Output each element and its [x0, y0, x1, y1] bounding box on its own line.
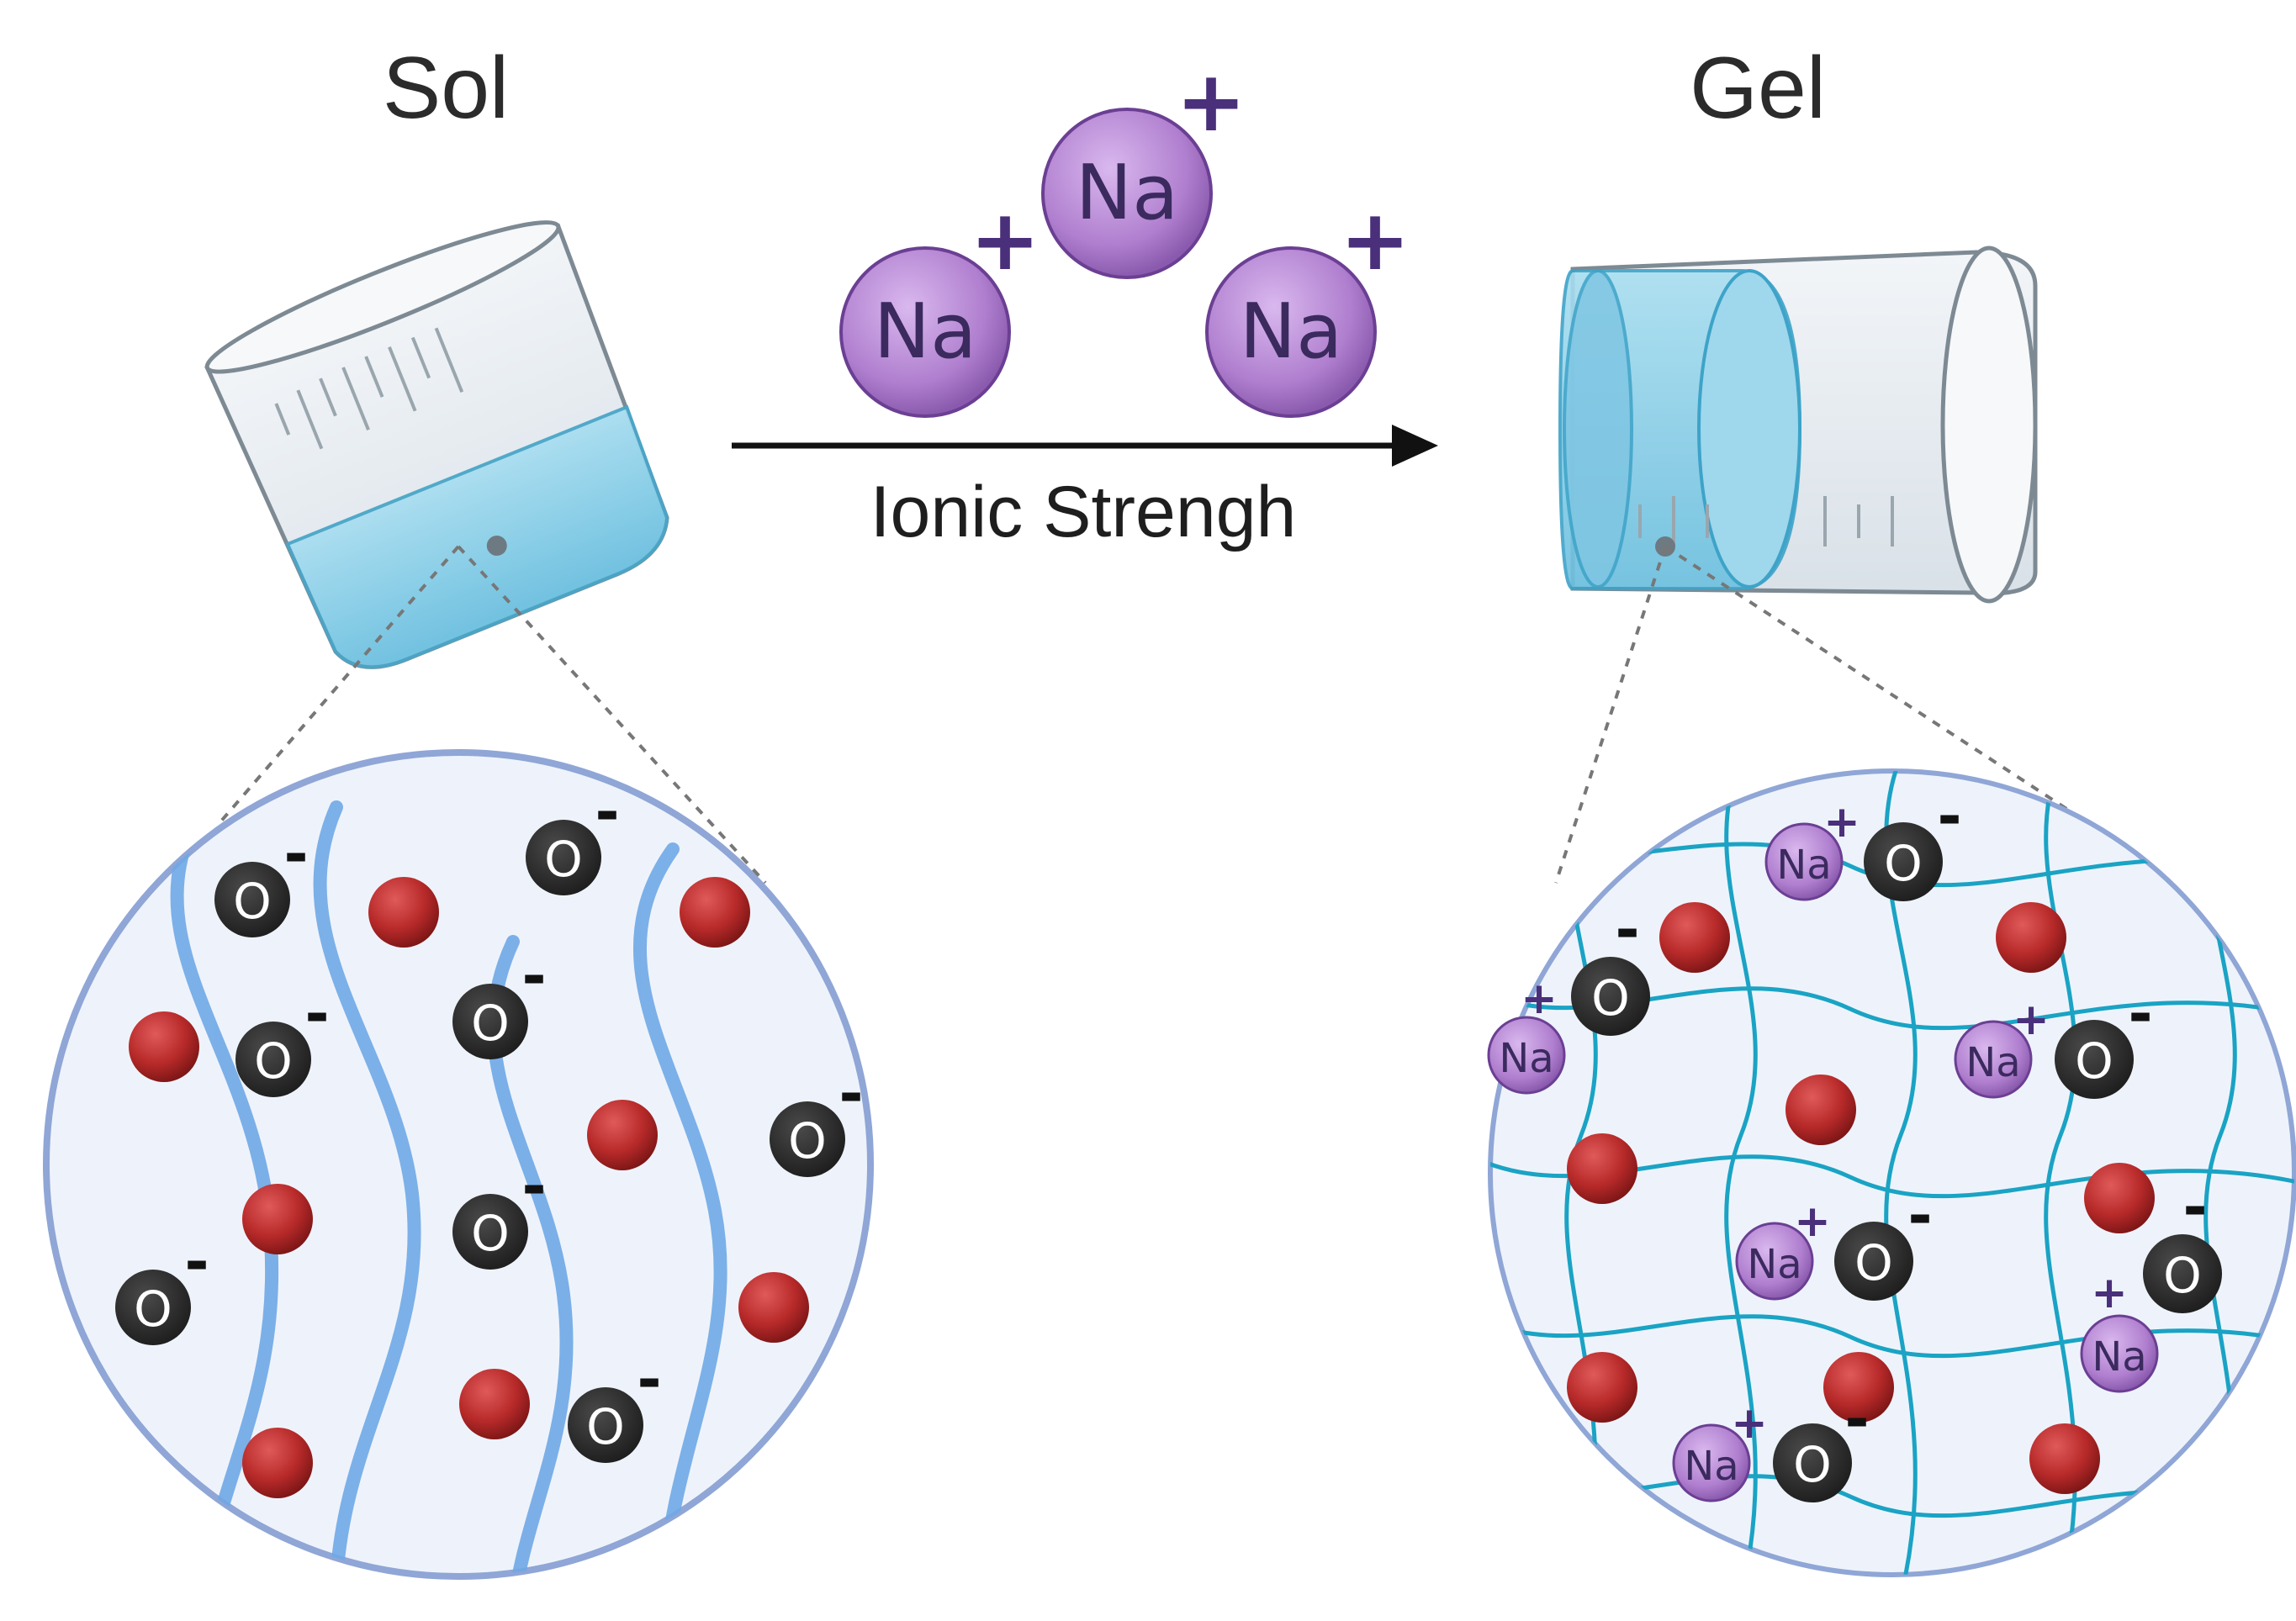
svg-text:-: - [1907, 1181, 1932, 1250]
svg-text:Na: Na [1776, 842, 1831, 889]
svg-text:Na: Na [1747, 1241, 1801, 1288]
sodium-ion: Na + [1205, 191, 1410, 418]
svg-text:-: - [2128, 979, 2152, 1048]
svg-text:-: - [521, 1152, 546, 1221]
svg-text:-: - [839, 1059, 863, 1128]
na-o-pair: Na + O - [1735, 1181, 1933, 1301]
oxygen-ion: O- [568, 1345, 662, 1463]
svg-text:Na: Na [1965, 1039, 2020, 1086]
svg-text:Na: Na [1240, 288, 1342, 376]
svg-text:-: - [2182, 1173, 2207, 1242]
gel-title: Gel [1690, 40, 1826, 137]
na-o-pair: Na + O - [1487, 895, 1650, 1095]
oxygen-ion: O- [115, 1228, 209, 1345]
svg-text:Na: Na [1076, 149, 1178, 237]
svg-text:Na: Na [874, 288, 976, 376]
sol-beaker [204, 220, 669, 669]
svg-text:-: - [1615, 895, 1639, 964]
svg-text:+: + [1521, 974, 1558, 1024]
na-o-pairs-gel: Na + O - Na + O - Na + O - [1487, 782, 2222, 1502]
svg-text:-: - [1937, 782, 1961, 851]
na-o-pair: Na + O - [1954, 979, 2153, 1099]
gel-zoom-circle: Na + O - Na + O - Na + O - [1487, 768, 2296, 1577]
svg-text:O: O [544, 831, 583, 888]
svg-text:+: + [1794, 1196, 1831, 1247]
svg-text:+: + [1823, 797, 1860, 847]
na-o-pair: Na + O - [1764, 782, 1962, 901]
oxygen-ion: O- [235, 979, 330, 1097]
svg-text:O: O [1854, 1234, 1893, 1291]
sol-zoom-circle: O- O- O- O- O- O- O- O- [43, 749, 874, 1580]
na-o-pair: Na + O - [1672, 1385, 1870, 1502]
oxygen-ion: O- [770, 1059, 864, 1177]
svg-text:O: O [586, 1398, 625, 1455]
svg-text:+: + [2091, 1268, 2128, 1318]
svg-text:O: O [1793, 1436, 1832, 1493]
svg-text:Na: Na [2092, 1333, 2146, 1381]
sol-title: Sol [383, 40, 509, 137]
svg-text:+: + [1176, 52, 1246, 150]
oxygen-ion: O- [526, 778, 620, 895]
oxygen-ions-sol: O- O- O- O- O- O- O- O- [115, 778, 864, 1463]
svg-text:-: - [184, 1228, 209, 1296]
zoom-lines-sol [217, 545, 767, 884]
svg-text:-: - [521, 942, 546, 1011]
svg-text:+: + [1731, 1398, 1768, 1449]
svg-text:O: O [471, 995, 510, 1052]
oxygen-ion: O- [452, 1152, 547, 1270]
svg-text:O: O [471, 1205, 510, 1262]
svg-text:Na: Na [1684, 1443, 1738, 1490]
svg-text:-: - [595, 778, 619, 847]
svg-text:O: O [1591, 969, 1630, 1027]
sodium-ion-group: Na + Na + Na + [839, 52, 1410, 418]
oxygen-ion: O- [452, 942, 547, 1059]
red-particles-sol [129, 877, 809, 1498]
svg-text:+: + [2013, 995, 2050, 1045]
svg-text:O: O [134, 1280, 172, 1338]
gel-beaker [1558, 246, 2038, 604]
oxygen-ion: O- [214, 820, 309, 937]
svg-text:+: + [970, 191, 1040, 289]
svg-text:O: O [2075, 1032, 2113, 1090]
svg-text:-: - [1844, 1385, 1869, 1454]
svg-text:O: O [254, 1032, 293, 1090]
svg-text:-: - [637, 1345, 661, 1414]
ionic-strength-arrow [732, 425, 1438, 467]
svg-text:O: O [233, 873, 272, 930]
arrow-label: Ionic Strengh [870, 472, 1297, 552]
sodium-ion: Na + [839, 191, 1040, 418]
red-particles-gel [1567, 902, 2155, 1494]
svg-text:O: O [2163, 1247, 2202, 1304]
svg-text:+: + [1340, 191, 1410, 289]
zoom-lines-gel [1554, 545, 2104, 884]
svg-text:-: - [283, 820, 308, 889]
sodium-ion: Na + [1041, 52, 1246, 279]
svg-text:O: O [1884, 835, 1923, 892]
svg-text:Na: Na [1499, 1035, 1553, 1082]
svg-text:-: - [304, 979, 329, 1048]
svg-text:O: O [788, 1112, 827, 1170]
na-o-pair: Na + O - [2080, 1173, 2222, 1393]
